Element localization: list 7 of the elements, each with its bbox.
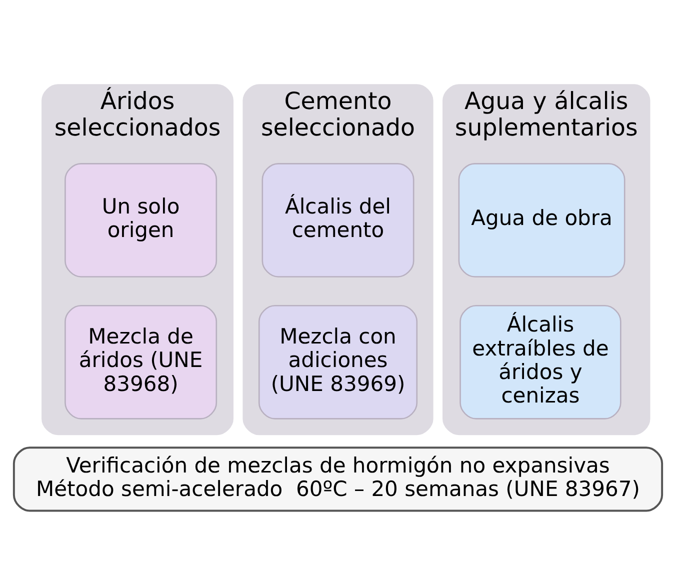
- node-box: Un solo origen: [64, 163, 218, 278]
- node-box: Mezcla de áridos (UNE 83968): [64, 304, 218, 420]
- node-box: Álcalis extraíbles de áridos y cenizas: [460, 304, 622, 420]
- node-box: Mezcla con adiciones (UNE 83969): [258, 304, 418, 420]
- node-box: Verificación de mezclas de hormigón no expansivas Método semi-acelerado 60ºC – 20 semanas (UNE 83967): [12, 446, 664, 512]
- node-box: Agua de obra: [458, 163, 626, 278]
- node-box: Álcalis del cemento: [262, 163, 414, 278]
